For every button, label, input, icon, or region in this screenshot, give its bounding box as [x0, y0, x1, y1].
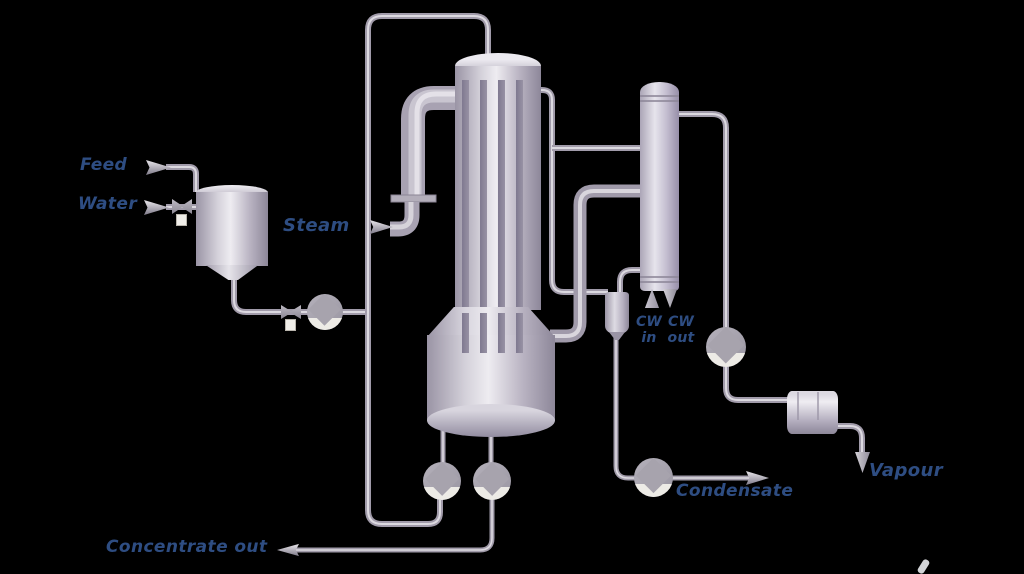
recirculation-pipe — [365, 13, 491, 527]
evaporator-tube-stub — [498, 313, 505, 353]
evaporator-tube-stub — [516, 313, 523, 353]
water-valve-stem — [176, 214, 187, 226]
feed-inlet-pipe — [166, 164, 199, 192]
evaporator-tube — [498, 80, 505, 310]
evaporator-tube — [516, 80, 523, 310]
cw-in-line2: in — [641, 330, 657, 347]
evaporator-tube-stub — [480, 313, 487, 353]
concentrate-pump-icon — [473, 462, 511, 500]
condensate-pipe — [613, 336, 750, 481]
concentrate-pipe — [292, 496, 495, 553]
cw-in-line1: CW — [635, 314, 663, 330]
condensate-receiver-bottom — [609, 332, 625, 340]
condenser-tubesheet-line — [640, 95, 679, 97]
steam-label: Steam — [283, 215, 350, 236]
evaporator-tube — [462, 80, 469, 310]
vapour-tank-seam — [817, 392, 819, 420]
condenser-tubesheet-line — [640, 100, 679, 102]
evaporator-tube-stub — [462, 313, 469, 353]
condenser-drain-pipe — [617, 267, 650, 300]
cw-out-line1: CW — [667, 314, 695, 330]
vapour-label: Vapour — [869, 460, 944, 481]
condenser-tubesheet-line — [640, 281, 679, 283]
condensate-pump-icon — [634, 458, 673, 497]
cw-out-line2: out — [667, 330, 695, 347]
condensate-receiver — [605, 292, 629, 334]
vacuum-pump-icon — [706, 327, 746, 367]
cw-in-label: CW in — [633, 314, 665, 346]
condenser — [640, 82, 679, 291]
steam-inlet-pipe — [390, 86, 458, 237]
water-valve-icon — [172, 199, 192, 214]
condenser-tubesheet-line — [640, 276, 679, 278]
condensate-label: Condensate — [676, 481, 794, 501]
feed-pump-icon — [307, 294, 343, 330]
sump-to-condenser-pipe — [550, 184, 642, 343]
vapour-tank — [787, 391, 838, 434]
evaporator-vapour-pipe — [534, 87, 642, 295]
condenser-outlet-pipe — [676, 111, 792, 403]
sump-bottom — [427, 404, 555, 437]
cw-out-label: CW out — [663, 314, 699, 346]
feed-line-valve-icon — [281, 305, 301, 319]
evaporator-tube — [480, 80, 487, 310]
feed-label: Feed — [80, 155, 128, 175]
feed-line-valve-stem — [285, 319, 296, 331]
vapour-outlet-pipe — [834, 423, 865, 454]
recirculation-pump-icon — [423, 462, 461, 500]
tank-outlet-pipe — [231, 276, 366, 315]
water-label: Water — [78, 194, 138, 214]
concentrate-out-label: Concentrate out — [106, 537, 268, 557]
vapour-tank-seam — [797, 392, 799, 420]
feed-tank — [196, 192, 268, 266]
